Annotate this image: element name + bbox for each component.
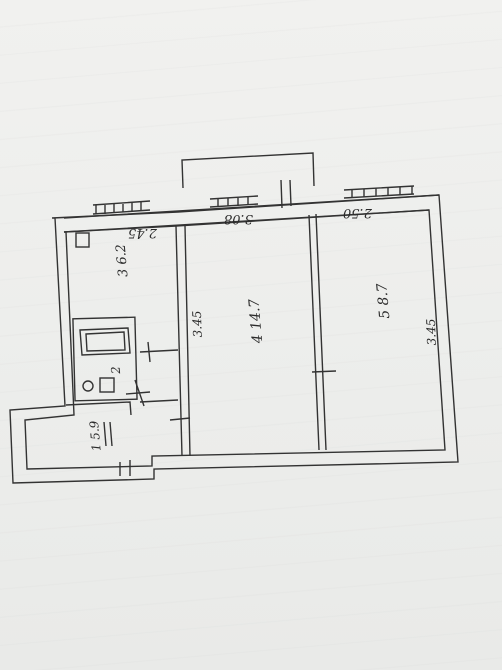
room1-number: 1 (88, 443, 104, 452)
dim-top-right: 2.50 (343, 205, 372, 220)
room3-number: 3 (115, 268, 132, 278)
partition-wall-right (308, 213, 327, 451)
partition-wall-left (175, 225, 191, 457)
corridor-wall (65, 399, 179, 416)
room4-area: 14.7 (246, 298, 266, 331)
room2-label: 2 (108, 365, 124, 375)
room4-number: 4 (249, 333, 267, 344)
window-hatch (95, 186, 413, 214)
toilet (99, 377, 115, 393)
room4-label: 4 14.7 (246, 298, 267, 344)
room5-area: 8.7 (374, 282, 393, 307)
room3-area: 6.2 (113, 243, 131, 266)
washbasin (82, 380, 94, 392)
room5-label: 5 8.7 (374, 282, 394, 320)
room1-area: 5.9 (86, 420, 103, 441)
window-marks (92, 185, 415, 447)
balcony-outline (181, 152, 315, 189)
dim-top-left: 2.45 (128, 225, 157, 240)
room5-number: 5 (376, 309, 394, 320)
small-box (75, 232, 90, 248)
room1-label: 1 5.9 (86, 420, 104, 452)
bathtub (79, 327, 131, 356)
room3-label: 3 6.2 (113, 243, 132, 278)
dim-top-middle: 3.08 (224, 211, 253, 226)
top-window-band (63, 194, 440, 233)
dim-room5-height: 3.45 (423, 318, 439, 346)
door-ticks (119, 179, 337, 476)
bathroom-block (72, 316, 138, 402)
dim-room2-height: 3.45 (189, 310, 205, 338)
outer-wall (9, 194, 459, 484)
